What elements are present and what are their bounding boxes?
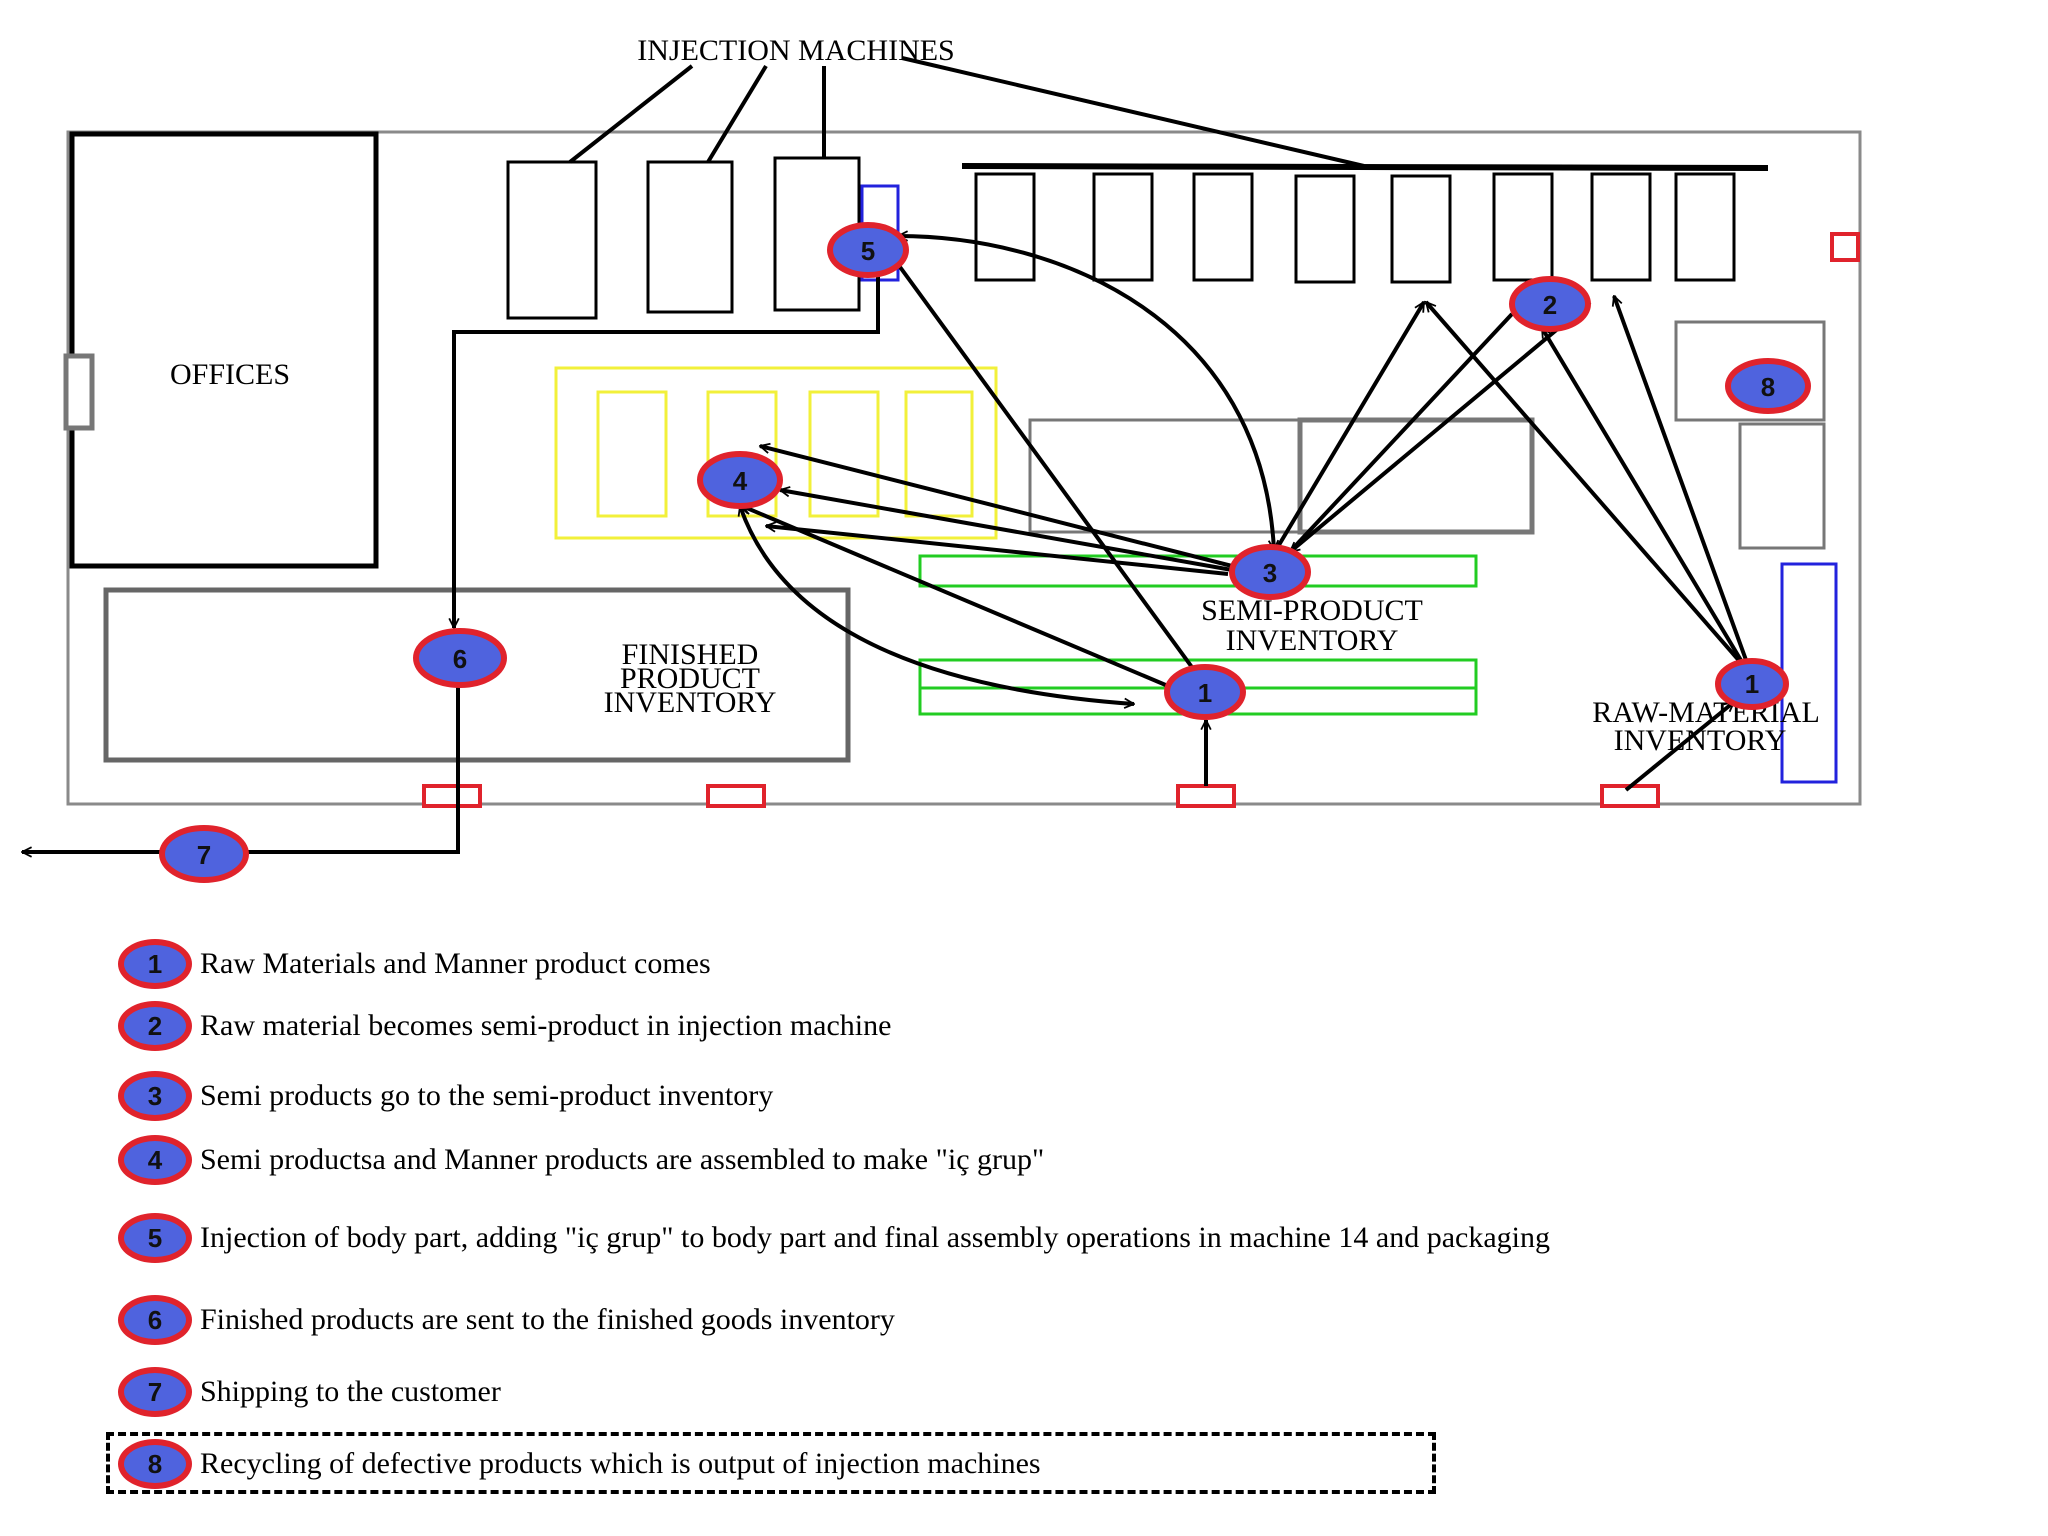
legend-text-3: Semi products go to the semi-product inv… bbox=[200, 1079, 774, 1112]
svg-text:6: 6 bbox=[453, 644, 467, 674]
legend-badge-8: 8 bbox=[118, 1439, 192, 1489]
legend-item-5: 5 Injection of body part, adding "iç gru… bbox=[118, 1208, 1550, 1268]
marker-1b: 1 bbox=[1715, 658, 1789, 710]
legend-text-5: Injection of body part, adding "iç grup"… bbox=[200, 1221, 1550, 1254]
flow-arrows bbox=[22, 236, 1748, 852]
doors bbox=[422, 232, 1860, 808]
svg-text:3: 3 bbox=[1263, 558, 1277, 588]
machines-row-bar bbox=[961, 163, 1769, 171]
legend-text-4: Semi productsa and Manner products are a… bbox=[200, 1143, 1045, 1176]
svg-text:4: 4 bbox=[733, 466, 748, 496]
svg-text:1: 1 bbox=[1198, 678, 1212, 708]
legend-text-1: Raw Materials and Manner product comes bbox=[200, 947, 711, 980]
legend-highlight-box-8 bbox=[106, 1432, 1436, 1494]
svg-text:5: 5 bbox=[861, 236, 875, 266]
raw-material-inventory-area bbox=[1780, 562, 1838, 784]
semi-inventory-label-1: SEMI-PRODUCT bbox=[1201, 594, 1423, 627]
legend-badge-1: 1 bbox=[118, 939, 192, 989]
marker-6: 6 bbox=[413, 628, 507, 688]
legend-item-8: 8 Recycling of defective products which … bbox=[118, 1434, 1041, 1494]
factory-outline bbox=[66, 130, 1862, 806]
legend-text-7: Shipping to the customer bbox=[200, 1375, 501, 1408]
finished-inventory-label-2: PRODUCT bbox=[620, 662, 760, 695]
legend-item-1: 1 Raw Materials and Manner product comes bbox=[118, 934, 711, 994]
offices-door bbox=[63, 353, 95, 431]
legend-item-3: 3 Semi products go to the semi-product i… bbox=[118, 1066, 773, 1126]
legend-badge-7: 7 bbox=[118, 1367, 192, 1417]
marker-7: 7 bbox=[159, 825, 249, 883]
svg-text:8: 8 bbox=[1761, 372, 1775, 402]
legend-badge-6: 6 bbox=[118, 1295, 192, 1345]
svg-text:1: 1 bbox=[1745, 669, 1759, 699]
legend-badge-4: 4 bbox=[118, 1135, 192, 1185]
legend-item-6: 6 Finished products are sent to the fini… bbox=[118, 1290, 895, 1350]
offices-label: OFFICES bbox=[170, 358, 290, 391]
marker-4: 4 bbox=[697, 451, 783, 509]
marker-3: 3 bbox=[1229, 544, 1311, 600]
injection-machines-row bbox=[974, 172, 1736, 284]
legend-text-6: Finished products are sent to the finish… bbox=[200, 1303, 895, 1336]
marker-2: 2 bbox=[1509, 276, 1591, 332]
injection-machines-label: INJECTION MACHINES bbox=[637, 34, 955, 67]
legend-text-8: Recycling of defective products which is… bbox=[200, 1447, 1041, 1480]
svg-text:7: 7 bbox=[197, 840, 211, 870]
assembly-area bbox=[554, 366, 998, 540]
finished-inventory-label-3: INVENTORY bbox=[604, 686, 777, 719]
marker-8: 8 bbox=[1725, 358, 1811, 414]
injection-machines-left bbox=[506, 156, 900, 320]
offices-block bbox=[69, 131, 379, 569]
finished-inventory-label-1: FINISHED bbox=[622, 638, 759, 671]
work-areas bbox=[1028, 320, 1826, 550]
legend-item-4: 4 Semi productsa and Manner products are… bbox=[118, 1130, 1044, 1190]
legend-item-2: 2 Raw material becomes semi-product in i… bbox=[118, 996, 891, 1056]
legend-item-7: 7 Shipping to the customer bbox=[118, 1362, 501, 1422]
injection-machines-pointers bbox=[568, 56, 1365, 168]
legend-text-2: Raw material becomes semi-product in inj… bbox=[200, 1009, 892, 1042]
legend-badge-3: 3 bbox=[118, 1071, 192, 1121]
semi-inventory-label-2: INVENTORY bbox=[1226, 624, 1399, 657]
marker-5: 5 bbox=[827, 222, 909, 278]
legend-badge-5: 5 bbox=[118, 1213, 192, 1263]
marker-1a: 1 bbox=[1164, 664, 1246, 720]
legend-badge-2: 2 bbox=[118, 1001, 192, 1051]
svg-text:2: 2 bbox=[1543, 290, 1557, 320]
